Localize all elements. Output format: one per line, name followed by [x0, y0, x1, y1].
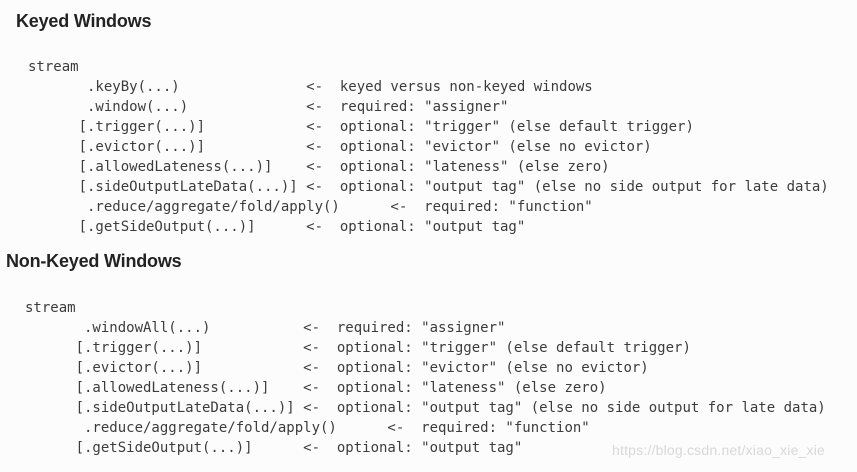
code-line-stream: stream [25, 300, 76, 316]
non-keyed-windows-heading: Non-Keyed Windows [6, 251, 182, 271]
code-line-keyby: .keyBy(...) <- keyed versus non-keyed wi… [28, 79, 593, 95]
code-line-allowedlateness: [.allowedLateness(...)] <- optional: "la… [25, 380, 607, 396]
code-line-getsideoutput: [.getSideOutput(...)] <- optional: "outp… [28, 219, 526, 235]
code-line-reduce-aggregate: .reduce/aggregate/fold/apply() <- requir… [28, 199, 593, 215]
keyed-windows-code-block: stream .keyBy(...) <- keyed versus non-k… [28, 57, 829, 237]
keyed-windows-heading: Keyed Windows [16, 11, 152, 31]
code-line-sideoutputlatedata: [.sideOutputLateData(...)] <- optional: … [28, 179, 829, 195]
csdn-watermark: https://blog.csdn.net/xiao_xie_xie [612, 442, 826, 458]
code-line-evictor: [.evictor(...)] <- optional: "evictor" (… [28, 139, 652, 155]
code-line-reduce-aggregate: .reduce/aggregate/fold/apply() <- requir… [25, 420, 590, 436]
code-line-trigger: [.trigger(...)] <- optional: "trigger" (… [25, 340, 691, 356]
code-line-getsideoutput: [.getSideOutput(...)] <- optional: "outp… [25, 440, 523, 456]
code-line-windowall: .windowAll(...) <- required: "assigner" [25, 320, 506, 336]
code-line-sideoutputlatedata: [.sideOutputLateData(...)] <- optional: … [25, 400, 826, 416]
non-keyed-windows-code-block: stream .windowAll(...) <- required: "ass… [25, 298, 826, 458]
code-line-allowedlateness: [.allowedLateness(...)] <- optional: "la… [28, 159, 610, 175]
code-line-stream: stream [28, 59, 79, 75]
code-line-window: .window(...) <- required: "assigner" [28, 99, 509, 115]
code-line-trigger: [.trigger(...)] <- optional: "trigger" (… [28, 119, 694, 135]
code-line-evictor: [.evictor(...)] <- optional: "evictor" (… [25, 360, 649, 376]
